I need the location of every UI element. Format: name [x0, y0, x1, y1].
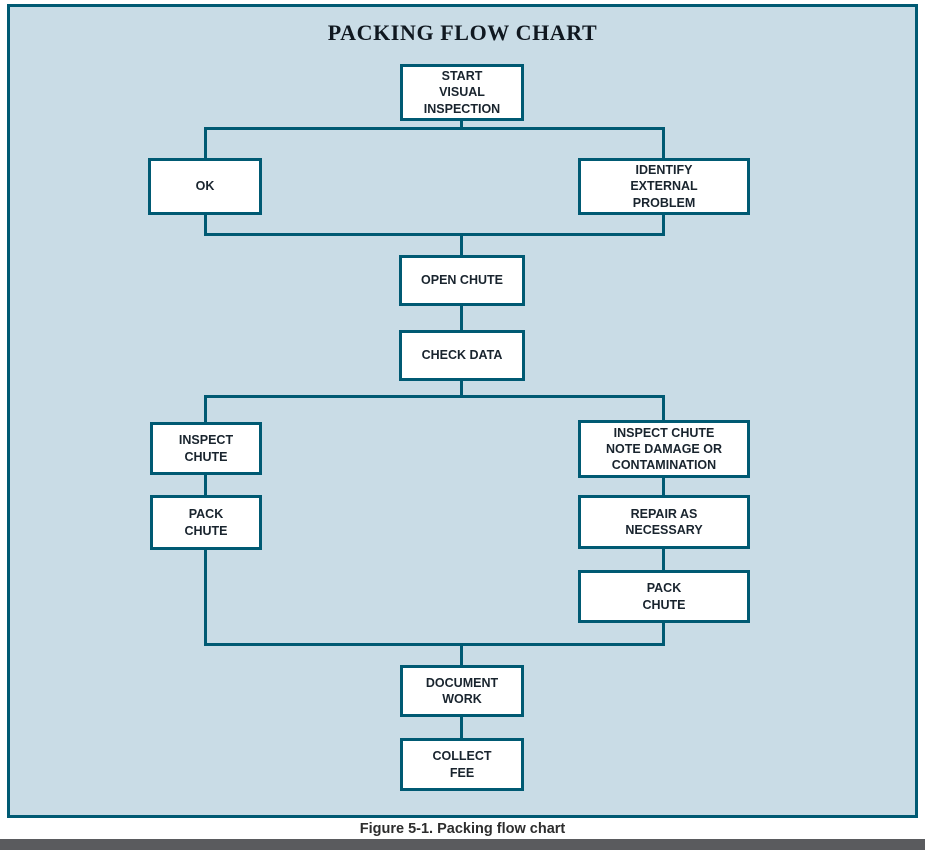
connector-document-to-collect	[460, 716, 463, 739]
connector-right-to-merge2	[662, 622, 665, 646]
connector-ok-down	[204, 214, 207, 236]
node-collect-fee: COLLECT FEE	[400, 738, 524, 791]
connector-start-down	[460, 120, 463, 130]
node-inspect-chute-note-damage: INSPECT CHUTE NOTE DAMAGE OR CONTAMINATI…	[578, 420, 750, 478]
connector-identify-down	[662, 214, 665, 236]
connector-open-to-check	[460, 305, 463, 331]
connector-left-to-merge2	[204, 549, 207, 646]
node-open-chute: OPEN CHUTE	[399, 255, 525, 306]
node-inspect-chute-left: INSPECT CHUTE	[150, 422, 262, 475]
connector-merge2-horizontal	[204, 643, 665, 646]
node-identify-external-problem: IDENTIFY EXTERNAL PROBLEM	[578, 158, 750, 215]
connector-inspect-to-repair-right	[662, 477, 665, 495]
connector-branch1-right-down	[662, 127, 665, 158]
connector-branch1-horizontal	[204, 127, 665, 130]
connector-repair-to-pack-right	[662, 548, 665, 570]
connector-merge2-center-down	[460, 643, 463, 665]
connector-merge1-horizontal	[204, 233, 665, 236]
node-document-work: DOCUMENT WORK	[400, 665, 524, 717]
node-check-data: CHECK DATA	[399, 330, 525, 381]
node-start-visual-inspection: START VISUAL INSPECTION	[400, 64, 524, 121]
figure-caption: Figure 5-1. Packing flow chart	[359, 821, 566, 837]
chart-title: PACKING FLOW CHART	[327, 20, 598, 45]
connector-branch2-horizontal	[204, 395, 665, 398]
connector-branch1-left-down	[204, 127, 207, 158]
connector-branch2-right-down	[662, 395, 665, 420]
node-pack-chute-right: PACK CHUTE	[578, 570, 750, 623]
page-footer-bar	[0, 839, 925, 850]
connector-check-down	[460, 380, 463, 398]
node-ok: OK	[148, 158, 262, 215]
connector-inspect-to-pack-left	[204, 474, 207, 495]
connector-branch2-left-down	[204, 395, 207, 422]
connector-merge1-center-down	[460, 233, 463, 255]
node-pack-chute-left: PACK CHUTE	[150, 495, 262, 550]
node-repair-as-necessary: REPAIR AS NECESSARY	[578, 495, 750, 549]
